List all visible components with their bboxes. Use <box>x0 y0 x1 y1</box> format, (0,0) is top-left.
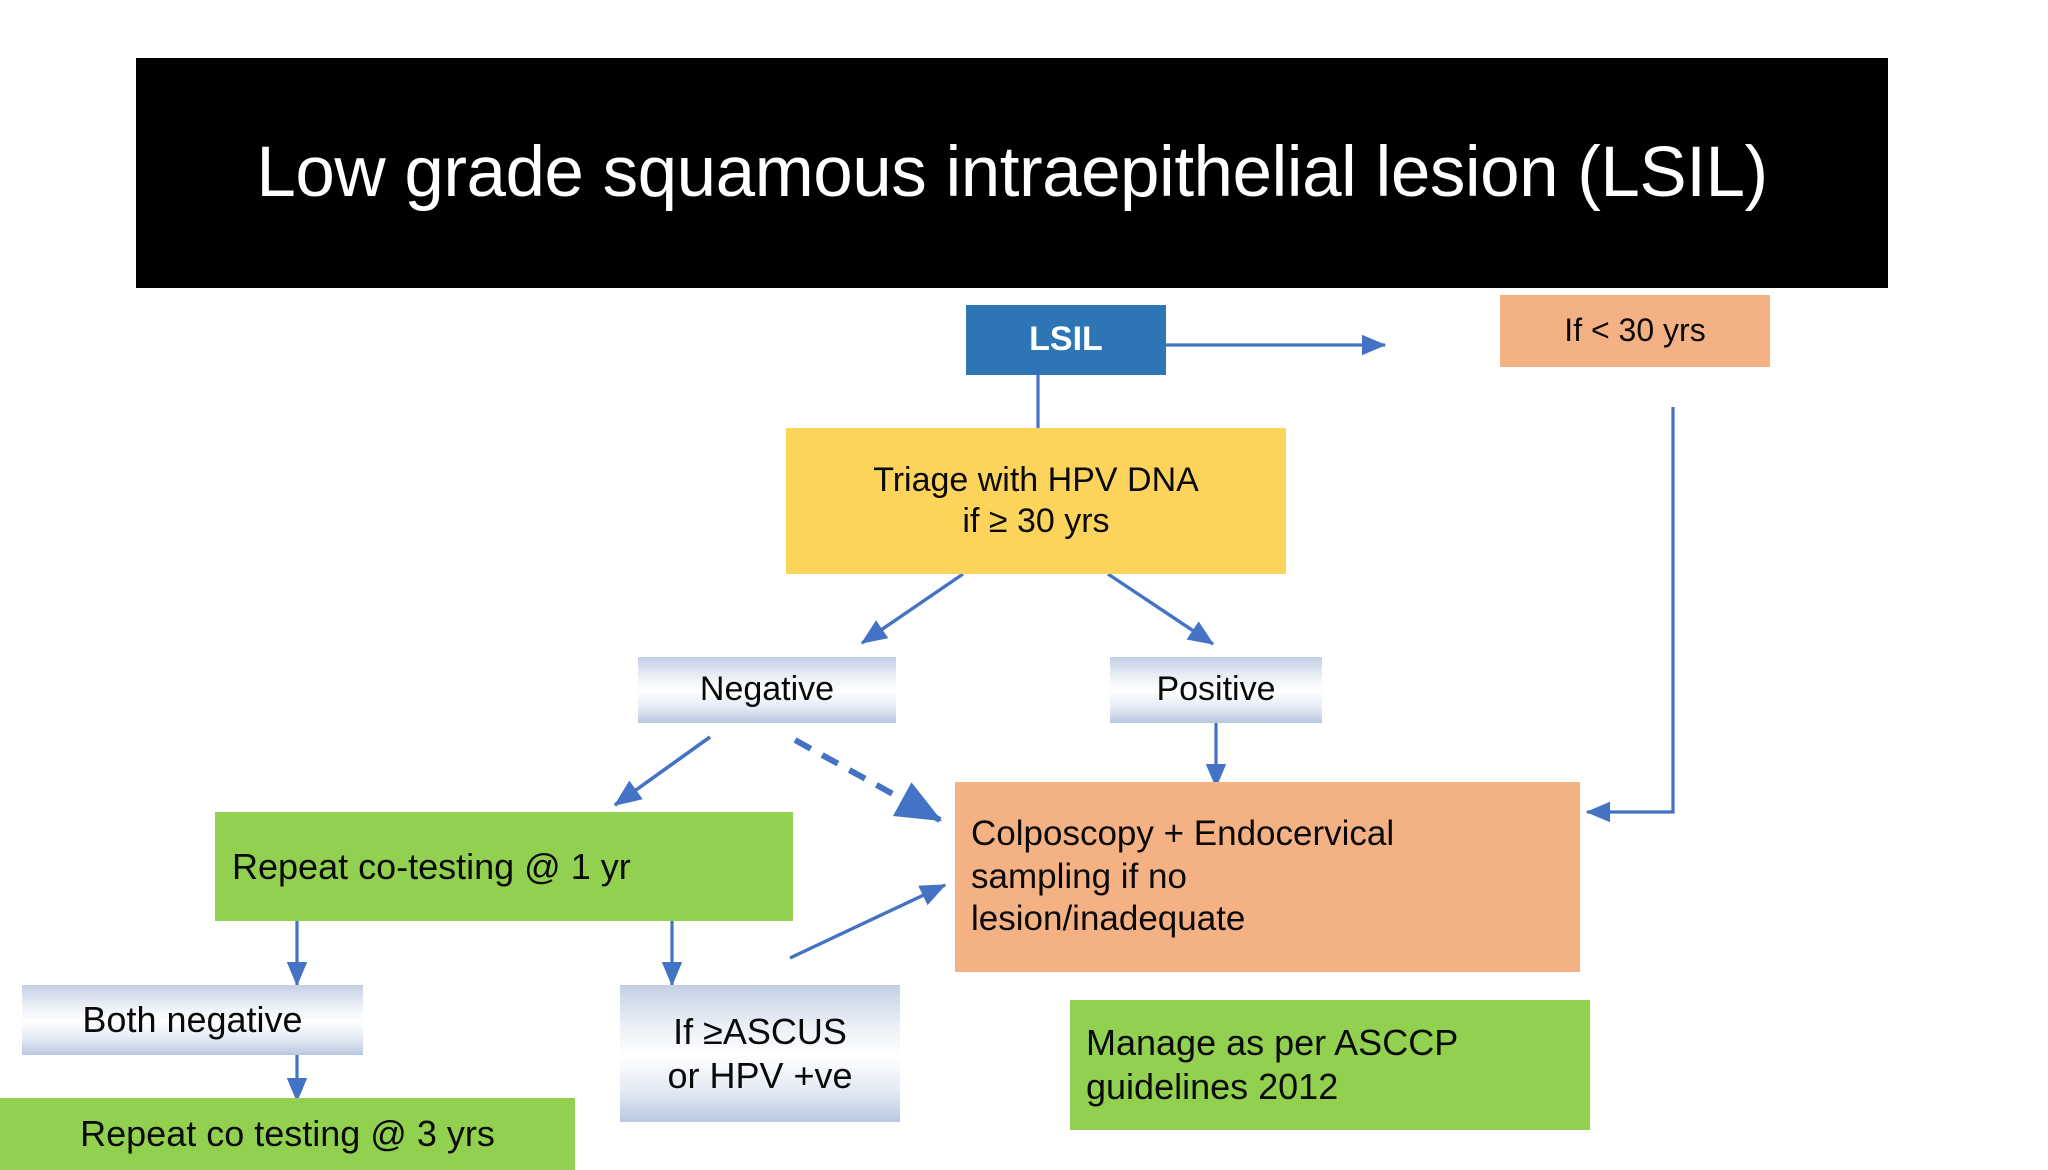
node-repeat-3yrs[interactable]: Repeat co testing @ 3 yrs <box>0 1098 575 1170</box>
node-if-ascus-line1: If ≥ASCUS <box>673 1010 847 1052</box>
node-positive-label: Positive <box>1156 670 1276 709</box>
edge-negative-to-colposcopy-dashed <box>793 737 943 823</box>
edge-triage-to-positive <box>1107 572 1215 646</box>
node-colposcopy-line3: lesion/inadequate <box>971 899 1246 939</box>
node-colposcopy-line1: Colposcopy + Endocervical <box>971 813 1395 853</box>
node-lsil-label: LSIL <box>1029 320 1103 359</box>
node-triage-line2: if ≥ 30 yrs <box>962 502 1110 540</box>
node-repeat-3yrs-label: Repeat co testing @ 3 yrs <box>80 1113 495 1155</box>
edge-if-under-30-to-colposcopy <box>1585 407 1675 823</box>
node-ascpp-guidelines-line2: guidelines 2012 <box>1086 1066 1339 1107</box>
node-if-ascus-line2: or HPV +ve <box>667 1054 853 1096</box>
edge-negative-to-repeat-1yr <box>613 735 712 807</box>
node-triage-line1: Triage with HPV DNA <box>873 460 1199 499</box>
node-if-ascus[interactable]: If ≥ASCUS or HPV +ve <box>620 985 900 1122</box>
node-both-negative[interactable]: Both negative <box>22 985 363 1055</box>
node-repeat-1yr[interactable]: Repeat co-testing @ 1 yr <box>215 812 793 921</box>
node-colposcopy[interactable]: Colposcopy + Endocervical sampling if no… <box>955 782 1580 972</box>
page-title: Low grade squamous intraepithelial lesio… <box>256 132 1768 212</box>
node-lsil[interactable]: LSIL <box>966 305 1166 375</box>
node-if-under-30[interactable]: If < 30 yrs <box>1500 295 1770 367</box>
node-positive[interactable]: Positive <box>1110 657 1322 723</box>
slide-title-banner: Low grade squamous intraepithelial lesio… <box>136 58 1888 288</box>
edge-triage-to-negative <box>860 572 964 645</box>
node-if-under-30-label: If < 30 yrs <box>1564 312 1706 349</box>
node-ascpp-guidelines[interactable]: Manage as per ASCCP guidelines 2012 <box>1070 1000 1590 1130</box>
node-triage[interactable]: Triage with HPV DNA if ≥ 30 yrs <box>786 428 1286 574</box>
node-colposcopy-line2: sampling if no <box>971 856 1187 896</box>
node-both-negative-label: Both negative <box>82 999 303 1041</box>
node-ascpp-guidelines-line1: Manage as per ASCCP <box>1086 1022 1459 1064</box>
edge-if-ascus-to-colposcopy <box>789 883 947 960</box>
node-negative[interactable]: Negative <box>638 657 896 723</box>
node-negative-label: Negative <box>699 670 835 709</box>
node-repeat-1yr-label: Repeat co-testing @ 1 yr <box>232 845 631 887</box>
